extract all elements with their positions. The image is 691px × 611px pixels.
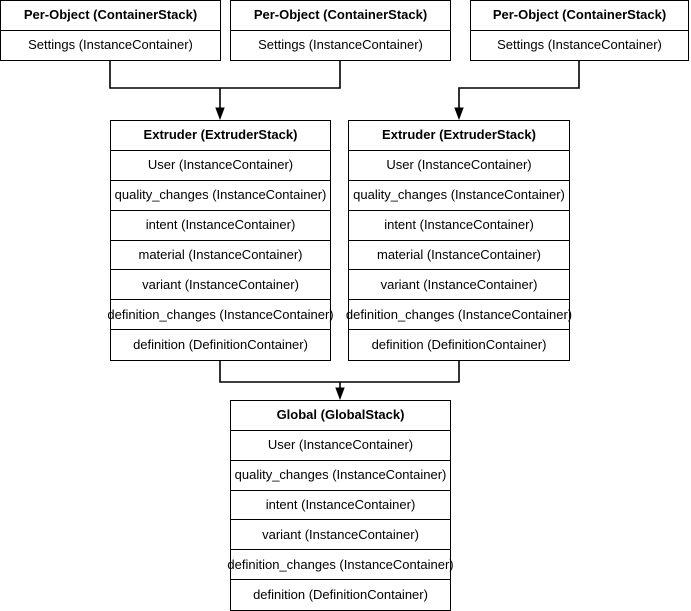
node-row-user: User (InstanceContainer) <box>231 430 450 461</box>
node-header: Per-Object (ContainerStack) <box>231 1 450 31</box>
edge-perobject2-to-extruder1 <box>220 60 341 89</box>
node-extruder-1[interactable]: Extruder (ExtruderStack) User (InstanceC… <box>107 120 334 361</box>
node-row-variant: variant (InstanceContainer) <box>231 520 450 551</box>
node-row-definition-changes: definition_changes (InstanceContainer) <box>227 550 454 581</box>
node-row-settings: Settings (InstanceContainer) <box>231 30 450 60</box>
node-row-definition-changes: definition_changes (InstanceContainer) <box>107 300 334 331</box>
node-per-object-1[interactable]: Per-Object (ContainerStack) Settings (In… <box>0 0 221 61</box>
node-row-quality-changes: quality_changes (InstanceContainer) <box>349 180 569 211</box>
node-global-stack[interactable]: Global (GlobalStack) User (InstanceConta… <box>227 400 454 611</box>
edge-extruder2-to-global <box>340 360 460 383</box>
node-header: Global (GlobalStack) <box>231 401 450 431</box>
node-per-object-3[interactable]: Per-Object (ContainerStack) Settings (In… <box>470 0 689 61</box>
node-extruder-2[interactable]: Extruder (ExtruderStack) User (InstanceC… <box>346 120 572 361</box>
node-header: Per-Object (ContainerStack) <box>1 1 220 31</box>
node-header: Extruder (ExtruderStack) <box>111 121 330 151</box>
node-row-definition: definition (DefinitionContainer) <box>111 330 330 360</box>
node-row-quality-changes: quality_changes (InstanceContainer) <box>111 180 330 211</box>
node-row-quality-changes: quality_changes (InstanceContainer) <box>231 460 450 491</box>
edge-extruder1-to-global <box>219 360 340 383</box>
node-row-definition: definition (DefinitionContainer) <box>231 580 450 611</box>
node-row-material: material (InstanceContainer) <box>111 240 330 271</box>
node-row-definition-changes: definition_changes (InstanceContainer) <box>346 300 572 331</box>
node-row-definition: definition (DefinitionContainer) <box>349 330 569 360</box>
node-header: Extruder (ExtruderStack) <box>349 121 569 151</box>
node-row-variant: variant (InstanceContainer) <box>349 270 569 301</box>
node-row-variant: variant (InstanceContainer) <box>111 270 330 301</box>
node-per-object-2[interactable]: Per-Object (ContainerStack) Settings (In… <box>230 0 451 61</box>
edge-perobject3-to-extruder2 <box>454 60 580 121</box>
node-row-user: User (InstanceContainer) <box>349 150 569 181</box>
node-row-intent: intent (InstanceContainer) <box>111 210 330 241</box>
node-row-user: User (InstanceContainer) <box>111 150 330 181</box>
node-row-intent: intent (InstanceContainer) <box>349 210 569 241</box>
node-row-settings: Settings (InstanceContainer) <box>1 30 220 60</box>
node-row-material: material (InstanceContainer) <box>349 240 569 271</box>
node-row-intent: intent (InstanceContainer) <box>231 490 450 521</box>
node-row-settings: Settings (InstanceContainer) <box>471 30 688 60</box>
node-header: Per-Object (ContainerStack) <box>471 1 688 31</box>
edge-perobject1-to-extruder1 <box>109 60 220 89</box>
